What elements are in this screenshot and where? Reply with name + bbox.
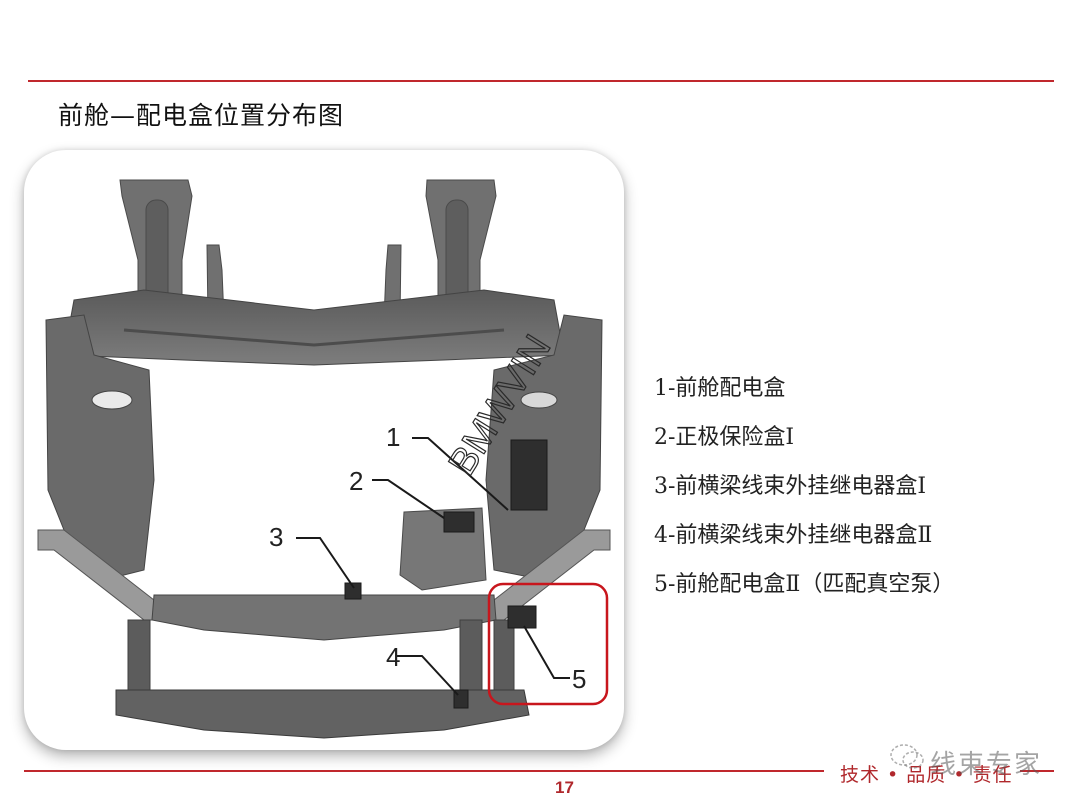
legend-item: 4-前横梁线束外挂继电器盒Ⅱ xyxy=(654,523,933,548)
legend-item: 2-正极保险盒Ⅰ xyxy=(654,425,795,450)
electrical-boxes xyxy=(344,439,548,709)
front-crossmember xyxy=(151,594,497,641)
legend-item: 5-前舱配电盒Ⅱ（匹配真空泵） xyxy=(654,572,955,597)
callout-1: 1 xyxy=(386,422,400,452)
highlight-box-item-5 xyxy=(487,582,609,706)
callout-lines xyxy=(296,437,570,696)
legend-item: 3-前横梁线束外挂继电器盒Ⅰ xyxy=(654,474,927,499)
cowl-beam xyxy=(63,289,565,366)
callout-4: 4 xyxy=(386,642,400,672)
callout-2: 2 xyxy=(349,466,363,496)
legend: 1-前舱配电盒 2-正极保险盒Ⅰ 3-前横梁线束外挂继电器盒Ⅰ 4-前横梁线束外… xyxy=(654,372,954,617)
slide-title: 前舱—配电盒位置分布图 xyxy=(58,101,345,130)
front-compartment-frame-diagram: 1 2 3 4 5 BMWVIN xyxy=(37,179,611,739)
bottom-divider-right xyxy=(1020,770,1054,772)
top-divider xyxy=(28,80,1054,82)
callout-3: 3 xyxy=(269,522,283,552)
footer-slogan: 技术 • 品质 • 责任 xyxy=(840,764,1013,786)
page-number: 17 xyxy=(555,778,574,797)
diagram-card: 1 2 3 4 5 BMWVIN xyxy=(24,150,624,750)
callout-5: 5 xyxy=(572,664,586,694)
legend-item: 1-前舱配电盒 xyxy=(654,376,786,401)
wechat-icon xyxy=(890,744,924,769)
bottom-divider-left xyxy=(24,770,824,772)
bumper-beam xyxy=(115,689,530,739)
watermark-text: 线束专家 xyxy=(930,750,1043,780)
